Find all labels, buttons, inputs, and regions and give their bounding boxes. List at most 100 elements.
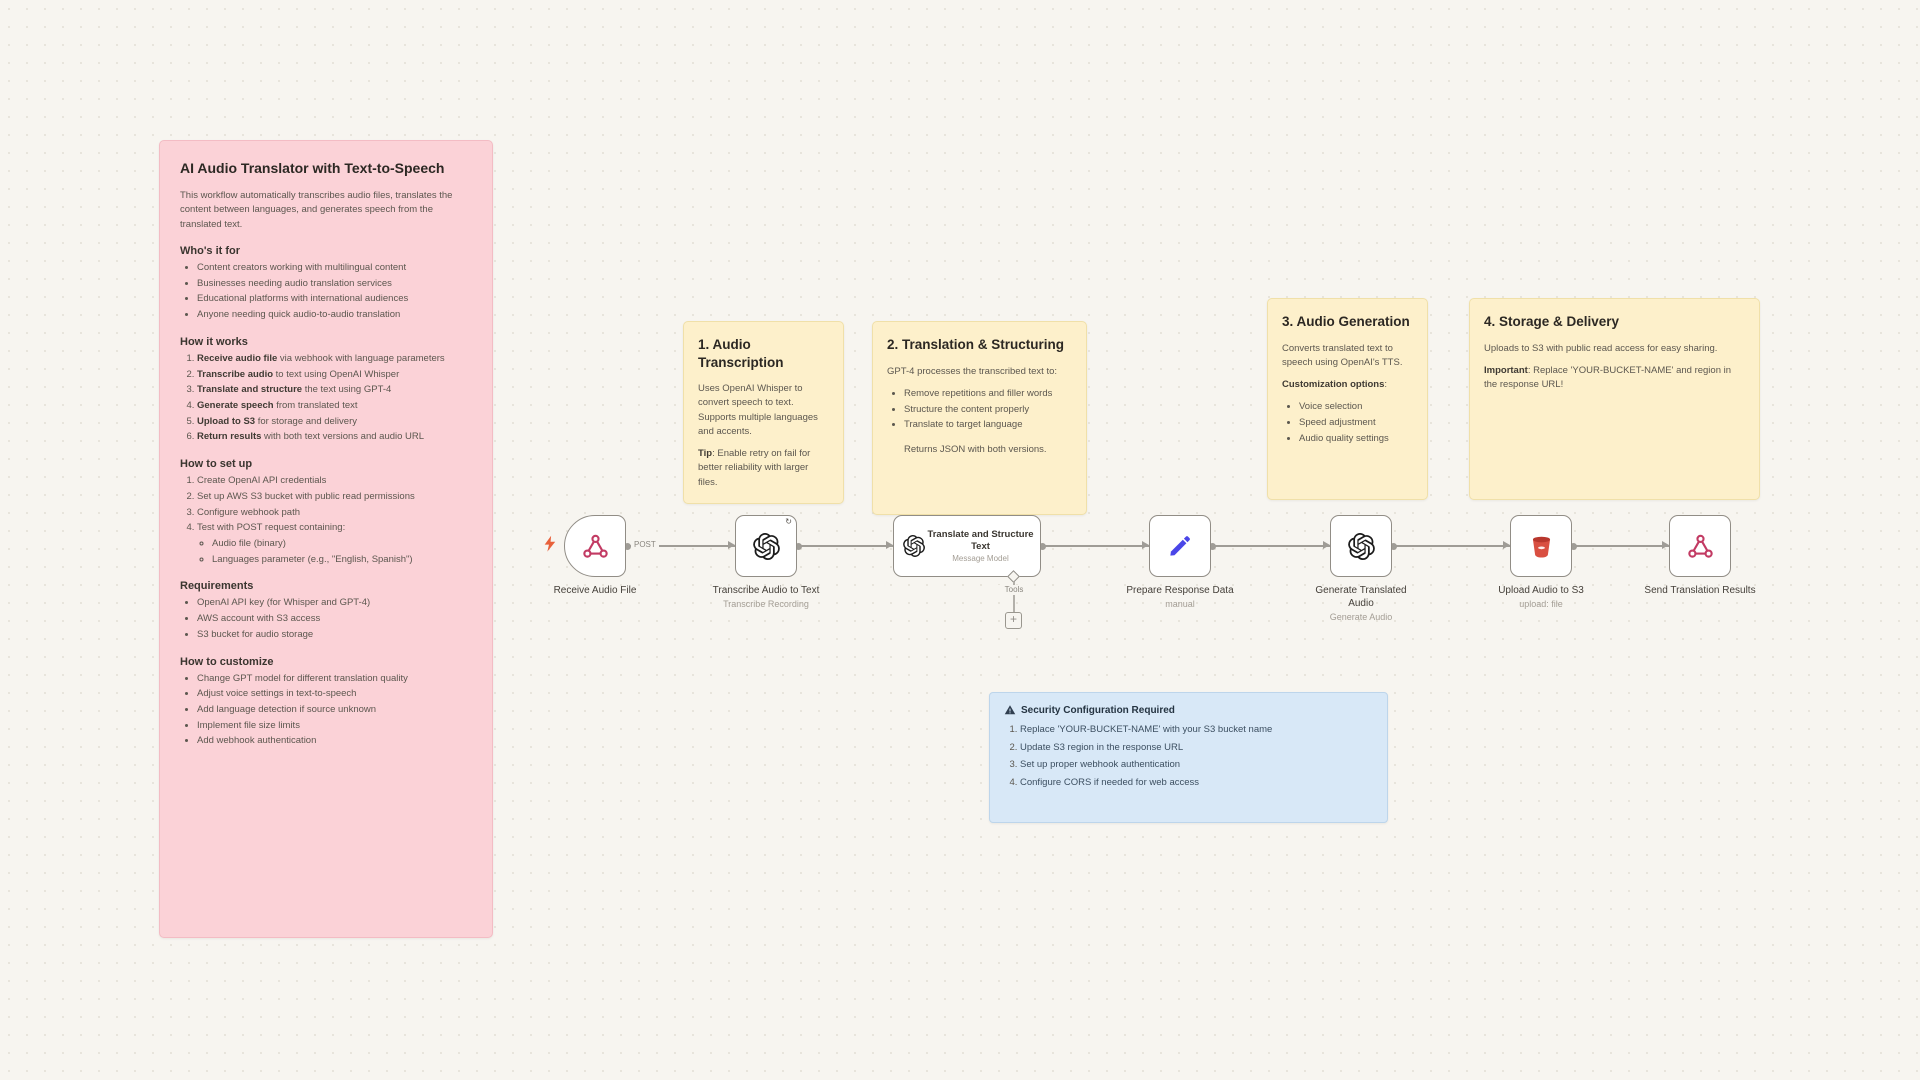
sticky-tip: Tip: Enable retry on fail for better rel… bbox=[698, 448, 811, 488]
list-item: Transcribe audio to text using OpenAI Wh… bbox=[197, 368, 472, 383]
how-to-customize-list: Change GPT model for different translati… bbox=[180, 672, 472, 750]
sticky-note-storage-delivery[interactable]: 4. Storage & Delivery Uploads to S3 with… bbox=[1469, 298, 1760, 500]
s3-bucket-icon bbox=[1528, 533, 1555, 560]
translation-list: Remove repetitions and filler words Stru… bbox=[887, 387, 1072, 433]
sticky-body: Converts translated text to speech using… bbox=[1282, 342, 1403, 368]
openai-icon bbox=[1348, 533, 1375, 560]
add-tool-button[interactable]: + bbox=[1005, 612, 1022, 629]
sticky-body: Uses OpenAI Whisper to convert speech to… bbox=[698, 383, 818, 437]
security-heading: Security Configuration Required bbox=[1004, 704, 1373, 716]
connection-wire bbox=[1390, 541, 1510, 550]
node-label-upload: Upload Audio to S3 upload: file bbox=[1498, 585, 1584, 609]
list-item: Set up proper webhook authentication bbox=[1020, 757, 1373, 774]
list-item: Create OpenAI API credentials bbox=[197, 474, 472, 489]
connection-wire bbox=[795, 541, 893, 550]
list-item: Update S3 region in the response URL bbox=[1020, 740, 1373, 757]
list-item: Anyone needing quick audio-to-audio tran… bbox=[197, 308, 472, 323]
sticky-note-overview[interactable]: AI Audio Translator with Text-to-Speech … bbox=[159, 140, 493, 938]
node-receive-audio-file[interactable] bbox=[564, 515, 626, 577]
list-item: Audio file (binary) bbox=[212, 537, 472, 552]
list-item: Set up AWS S3 bucket with public read pe… bbox=[197, 490, 472, 505]
customization-list: Voice selection Speed adjustment Audio q… bbox=[1282, 400, 1413, 446]
list-item: Return results with both text versions a… bbox=[197, 430, 472, 445]
list-item: OpenAI API key (for Whisper and GPT-4) bbox=[197, 596, 472, 611]
webhook-respond-icon bbox=[1687, 533, 1714, 560]
list-item: Upload to S3 for storage and delivery bbox=[197, 415, 472, 430]
webhook-icon bbox=[582, 533, 609, 560]
node-label-prepare: Prepare Response Data manual bbox=[1126, 585, 1234, 609]
sticky-title: 3. Audio Generation bbox=[1282, 314, 1410, 329]
heading-requirements: Requirements bbox=[180, 580, 254, 593]
connection-wire bbox=[1209, 541, 1330, 550]
sticky-title: 2. Translation & Structuring bbox=[887, 337, 1065, 352]
retry-badge-icon: ↻ bbox=[785, 517, 792, 526]
list-item: Generate speech from translated text bbox=[197, 399, 472, 414]
connection-wire bbox=[1570, 541, 1669, 550]
sticky-overview-intro: This workflow automatically transcribes … bbox=[180, 190, 453, 230]
node-label-transcribe: Transcribe Audio to Text Transcribe Reco… bbox=[712, 585, 820, 609]
list-item: S3 bucket for audio storage bbox=[197, 628, 472, 643]
heading-how-to-set-up: How to set up bbox=[180, 458, 253, 471]
how-to-set-up-list: Create OpenAI API credentials Set up AWS… bbox=[180, 474, 472, 567]
list-item: Implement file size limits bbox=[197, 719, 472, 734]
trigger-bolt-icon[interactable] bbox=[543, 535, 556, 552]
wide-node-text: Translate and Structure Text Message Mod… bbox=[927, 528, 1034, 564]
sticky-title: 1. Audio Transcription bbox=[698, 337, 784, 370]
heading-how-to-customize: How to customize bbox=[180, 655, 274, 668]
node-generate-translated-audio[interactable] bbox=[1330, 515, 1392, 577]
sticky-note-audio-transcription[interactable]: 1. Audio Transcription Uses OpenAI Whisp… bbox=[683, 321, 844, 504]
list-item: Structure the content properly bbox=[904, 403, 1072, 418]
how-it-works-list: Receive audio file via webhook with lang… bbox=[180, 352, 472, 445]
list-item: Translate to target language bbox=[904, 418, 1072, 433]
security-list: Replace 'YOUR-BUCKET-NAME' with your S3 … bbox=[1004, 722, 1373, 792]
heading-whos-it-for: Who's it for bbox=[180, 244, 241, 257]
list-item: Educational platforms with international… bbox=[197, 292, 472, 307]
node-upload-audio-s3[interactable] bbox=[1510, 515, 1572, 577]
post-request-sublist: Audio file (binary) Languages parameter … bbox=[197, 537, 472, 567]
list-item: Replace 'YOUR-BUCKET-NAME' with your S3 … bbox=[1020, 722, 1373, 739]
whos-it-for-list: Content creators working with multilingu… bbox=[180, 261, 472, 323]
list-item: Test with POST request containing: Audio… bbox=[197, 521, 472, 567]
node-label-receive: Receive Audio File bbox=[553, 585, 637, 596]
sticky-body: GPT-4 processes the transcribed text to: bbox=[887, 365, 1058, 377]
node-send-translation-results[interactable] bbox=[1669, 515, 1731, 577]
list-item: Businesses needing audio translation ser… bbox=[197, 277, 472, 292]
wire-label-post: POST bbox=[631, 540, 659, 550]
sticky-body: Uploads to S3 with public read access fo… bbox=[1484, 342, 1718, 354]
warning-icon bbox=[1004, 704, 1016, 716]
openai-icon bbox=[753, 533, 780, 560]
sticky-note-audio-generation[interactable]: 3. Audio Generation Converts translated … bbox=[1267, 298, 1428, 500]
list-item: Content creators working with multilingu… bbox=[197, 261, 472, 276]
tools-label: Tools bbox=[994, 585, 1034, 595]
sticky-overview-title: AI Audio Translator with Text-to-Speech bbox=[180, 160, 445, 176]
sticky-title: 4. Storage & Delivery bbox=[1484, 314, 1620, 329]
node-label-send: Send Translation Results bbox=[1644, 585, 1756, 596]
list-item: Receive audio file via webhook with lang… bbox=[197, 352, 472, 367]
list-item: Remove repetitions and filler words bbox=[904, 387, 1072, 402]
sticky-note-translation-structuring[interactable]: 2. Translation & Structuring GPT-4 proce… bbox=[872, 321, 1087, 515]
list-item: Configure webhook path bbox=[197, 506, 472, 521]
openai-icon bbox=[903, 535, 925, 557]
sticky-important: Important: Replace 'YOUR-BUCKET-NAME' an… bbox=[1484, 364, 1732, 391]
list-item: Translate and structure the text using G… bbox=[197, 383, 472, 398]
list-item: Add language detection if source unknown bbox=[197, 703, 472, 718]
list-item: Speed adjustment bbox=[1299, 416, 1413, 431]
list-item: Configure CORS if needed for web access bbox=[1020, 775, 1373, 792]
node-prepare-response-data[interactable] bbox=[1149, 515, 1211, 577]
list-item: Adjust voice settings in text-to-speech bbox=[197, 687, 472, 702]
node-translate-structure-text[interactable]: Translate and Structure Text Message Mod… bbox=[893, 515, 1041, 577]
sticky-note-security[interactable]: Security Configuration Required Replace … bbox=[989, 692, 1388, 823]
node-label-generate: Generate Translated Audio Generate Audio bbox=[1315, 585, 1407, 622]
connection-wire bbox=[1039, 541, 1149, 550]
edit-pencil-icon bbox=[1167, 533, 1193, 559]
connection-wire bbox=[624, 541, 735, 550]
list-item: Audio quality settings bbox=[1299, 432, 1413, 447]
list-item: Languages parameter (e.g., "English, Spa… bbox=[212, 553, 472, 568]
list-item: Change GPT model for different translati… bbox=[197, 672, 472, 687]
list-item: Add webhook authentication bbox=[197, 734, 472, 749]
tools-connector-line bbox=[1013, 582, 1015, 612]
node-transcribe-audio[interactable]: ↻ bbox=[735, 515, 797, 577]
sticky-subheading: Customization options: bbox=[1282, 379, 1388, 391]
heading-how-it-works: How it works bbox=[180, 335, 248, 348]
